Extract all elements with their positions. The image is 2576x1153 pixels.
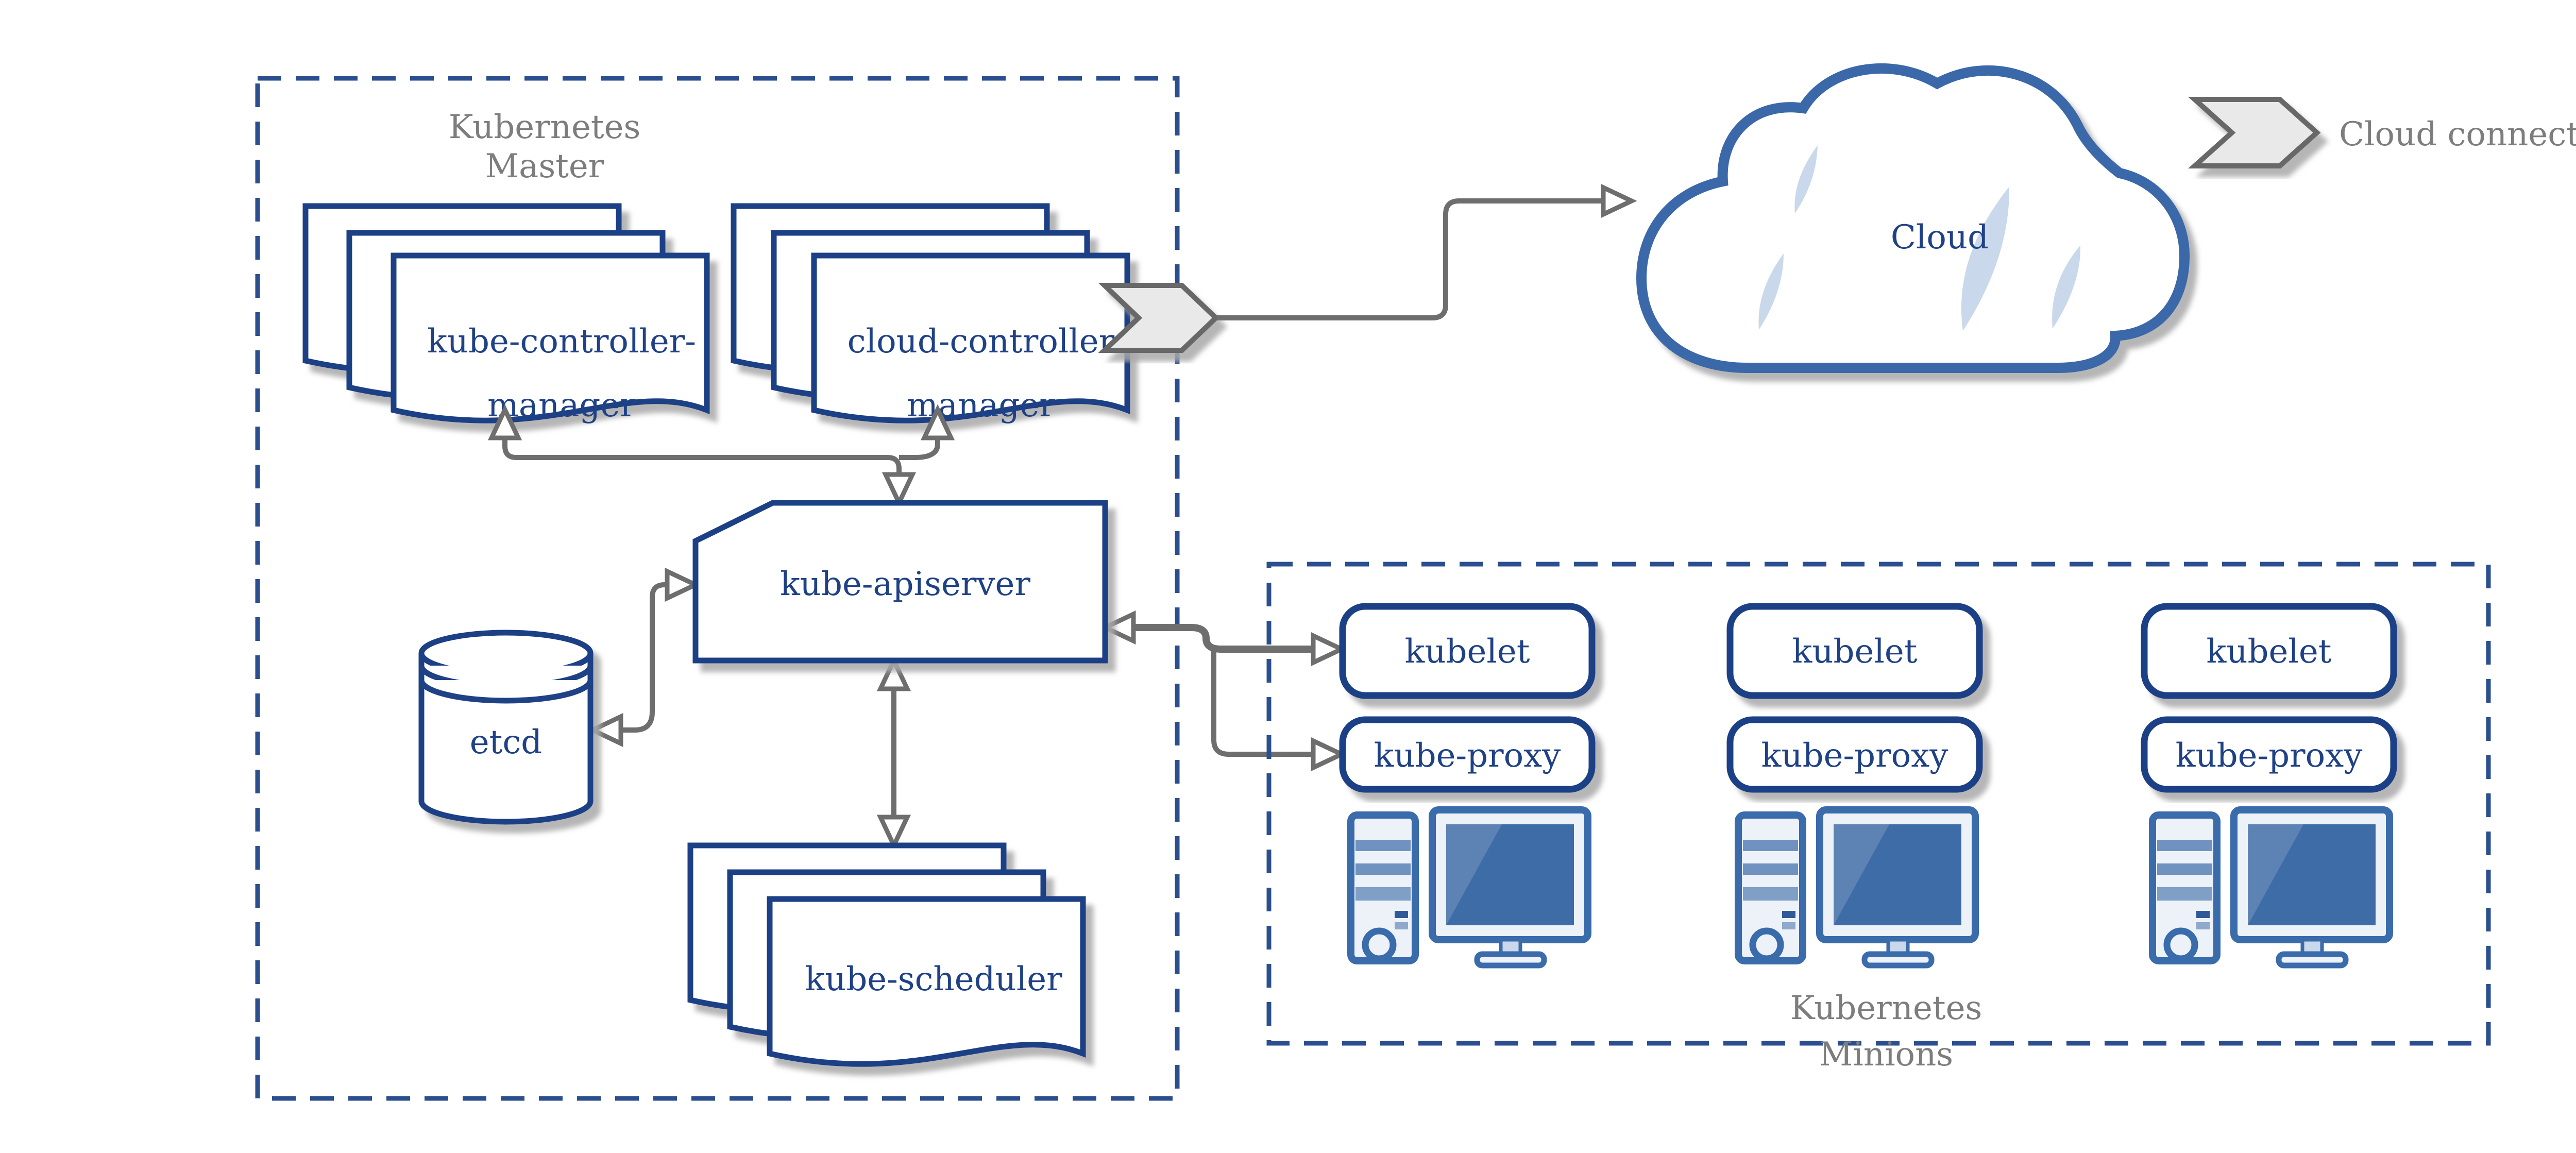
legend-cloud-connector-icon [2188, 97, 2321, 168]
cloud-connector-icon [1098, 283, 1220, 353]
arrow-apiserver-etcd [587, 567, 701, 748]
cloud-shape: Cloud [1636, 63, 2190, 373]
kubelet-shape [1726, 603, 1983, 699]
kube-scheduler-label: kube-scheduler [805, 960, 1062, 998]
arrow-controllers-apiserver [487, 404, 955, 508]
kubelet-label: kubelet [2207, 633, 2332, 671]
kube-proxy-label: kube-proxy [2176, 737, 2363, 775]
cloud-controller-manager-stack: cloud-controller manager [734, 206, 1127, 425]
arrow-connector-cloud [1217, 183, 1637, 320]
etcd-label: etcd [470, 723, 542, 761]
arrow-apiserver-scheduler [876, 655, 911, 851]
kube-proxy-label: kube-proxy [1374, 737, 1561, 775]
kube-apiserver-shape: kube-apiserver [692, 500, 1108, 664]
minions-title-line2: Minions [1819, 1036, 1953, 1074]
kube-controller-manager-label-line2: manager [487, 386, 636, 425]
minion-node-2: kubelet kube-proxy [1726, 603, 1983, 965]
kubelet-label: kubelet [1405, 633, 1530, 671]
kubelet-label: kubelet [1792, 633, 1918, 671]
cloud-controller-manager-label-line2: manager [907, 386, 1055, 425]
master-title-line2: Master [485, 147, 604, 185]
cloud-controller-manager-label-line1: cloud-controller [848, 323, 1115, 361]
arrow-apiserver-minions [1099, 610, 1347, 772]
kube-proxy-shape [2141, 716, 2397, 793]
minion-node-3: kubelet kube-proxy [2141, 603, 2397, 965]
kube-proxy-shape [1339, 716, 1596, 793]
etcd-shape: etcd [418, 630, 594, 825]
kube-controller-manager-label-line1: kube-controller- [427, 323, 696, 361]
kube-scheduler-stack: kube-scheduler [690, 845, 1083, 1064]
kubernetes-minions-boundary [1266, 562, 2491, 1046]
cloud-label: Cloud [1891, 218, 1989, 257]
minion-node-1: kubelet kube-proxy [1339, 603, 1596, 965]
kubernetes-master-boundary [255, 76, 1180, 1101]
minions-title-line1: Kubernetes [1790, 989, 1982, 1027]
kube-proxy-shape [1726, 716, 1983, 793]
kube-proxy-label: kube-proxy [1761, 737, 1948, 775]
kube-apiserver-label: kube-apiserver [780, 565, 1030, 603]
kube-controller-manager-stack: kube-controller- manager [306, 206, 707, 425]
master-title-line1: Kubernetes [449, 108, 641, 146]
kubelet-shape [1339, 603, 1596, 699]
legend: Cloud connector [2188, 97, 2576, 168]
kubelet-shape [2141, 603, 2397, 699]
legend-cloud-connector-label: Cloud connector [2339, 115, 2576, 154]
